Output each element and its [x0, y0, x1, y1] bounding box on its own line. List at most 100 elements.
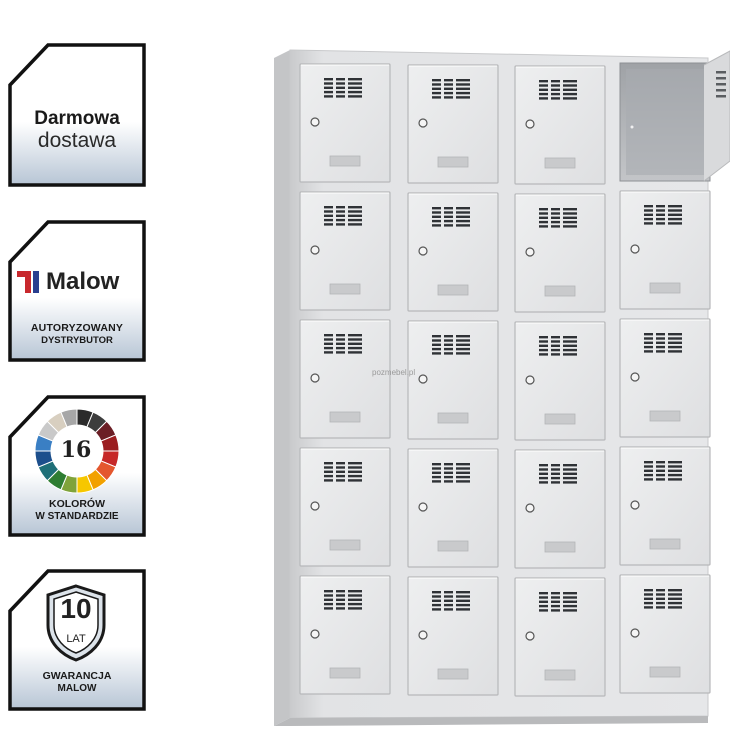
lock-icon	[310, 373, 320, 383]
vent-slot	[644, 606, 653, 609]
vent-slot	[551, 596, 560, 599]
locker-door	[619, 446, 711, 566]
vent-slot	[456, 463, 470, 466]
vent-slot	[563, 353, 577, 356]
vent-slot	[539, 92, 548, 96]
vent-slot	[668, 337, 682, 340]
vent-slot	[563, 609, 577, 612]
vent-slot	[656, 589, 665, 592]
badge-subtitle: W STANDARDZIE	[35, 511, 119, 522]
vent-slot	[656, 217, 665, 221]
vent-slot	[432, 347, 441, 351]
label-holder	[544, 669, 576, 681]
locker-door	[619, 318, 711, 438]
vent-slot	[432, 475, 441, 479]
locker-door	[514, 321, 606, 441]
vent-slot	[324, 95, 333, 98]
warranty-badge: 10 LAT GWARANCJA MALOW	[8, 569, 146, 711]
vent-slot	[456, 471, 470, 474]
vent-slot	[324, 206, 333, 209]
vent-slot	[336, 223, 345, 226]
vent-slot	[551, 609, 560, 612]
label-holder	[544, 285, 576, 297]
warranty-years: 10	[60, 593, 92, 624]
vent-slot	[444, 591, 453, 594]
vent-slot	[539, 344, 548, 347]
vent-slot	[336, 86, 345, 89]
locker-door	[514, 577, 606, 697]
vent-slot	[336, 210, 345, 213]
vent-slot	[644, 589, 653, 592]
vent-slot	[348, 206, 362, 209]
vent-slot	[563, 225, 577, 228]
vent-slot	[551, 336, 560, 339]
vent-slot	[563, 600, 577, 603]
label-holder	[649, 410, 681, 422]
lock-icon	[525, 119, 535, 129]
vent-slot	[324, 607, 333, 610]
vent-slot	[656, 222, 665, 225]
vent-slot	[432, 603, 441, 607]
vent-slot	[563, 464, 577, 467]
vent-slot	[644, 478, 653, 481]
vent-slot	[348, 342, 362, 345]
vent-slot	[444, 79, 453, 82]
vent-slot	[348, 334, 362, 337]
vent-slot	[644, 473, 653, 477]
vent-slot	[539, 84, 548, 87]
vent-slot	[551, 464, 560, 467]
lock-icon	[418, 118, 428, 128]
vent-slot	[668, 350, 682, 353]
vent-slot	[551, 344, 560, 347]
vent-slot	[348, 78, 362, 81]
vent-slot	[336, 334, 345, 337]
lock-icon	[418, 502, 428, 512]
locker-product-image	[274, 49, 730, 726]
vent-slot	[551, 604, 560, 608]
vent-slot	[563, 604, 577, 608]
vent-slot	[644, 461, 653, 464]
vent-slot	[324, 594, 333, 597]
vent-slot	[456, 215, 470, 218]
vent-slot	[336, 590, 345, 593]
locker-door	[514, 65, 606, 185]
vent-slot	[551, 225, 560, 228]
vent-slot	[432, 599, 441, 602]
vent-slot	[539, 216, 548, 219]
vent-slot	[444, 467, 453, 470]
vent-slot	[432, 471, 441, 474]
vent-slot	[432, 335, 441, 338]
vent-slot	[432, 87, 441, 90]
vent-slot	[668, 597, 682, 600]
vent-slot	[324, 338, 333, 341]
vent-slot	[444, 480, 453, 483]
vent-slot	[644, 333, 653, 336]
vent-slot	[336, 598, 345, 601]
vent-slot	[644, 205, 653, 208]
vent-slot	[432, 591, 441, 594]
label-holder	[329, 155, 361, 167]
vent-slot	[456, 603, 470, 607]
label-holder	[329, 667, 361, 679]
vent-slot	[444, 352, 453, 355]
vent-slot	[668, 461, 682, 464]
vent-slot	[456, 608, 470, 611]
vent-slot	[444, 347, 453, 351]
badge-subtitle: DYSTRYBUTOR	[41, 335, 113, 346]
vent-slot	[644, 209, 653, 212]
vent-slot	[336, 342, 345, 345]
vent-slot	[551, 92, 560, 96]
vent-slot	[644, 601, 653, 605]
vent-slot	[539, 600, 548, 603]
vent-slot	[539, 348, 548, 352]
vent-slot	[668, 209, 682, 212]
vent-slot	[348, 86, 362, 89]
vent-slot	[668, 465, 682, 468]
locker-door	[407, 576, 499, 696]
vent-slot	[563, 592, 577, 595]
vent-slot	[348, 474, 362, 478]
vent-slot	[432, 96, 441, 99]
vent-slot	[456, 207, 470, 210]
vent-slot	[668, 205, 682, 208]
label-holder	[329, 411, 361, 423]
